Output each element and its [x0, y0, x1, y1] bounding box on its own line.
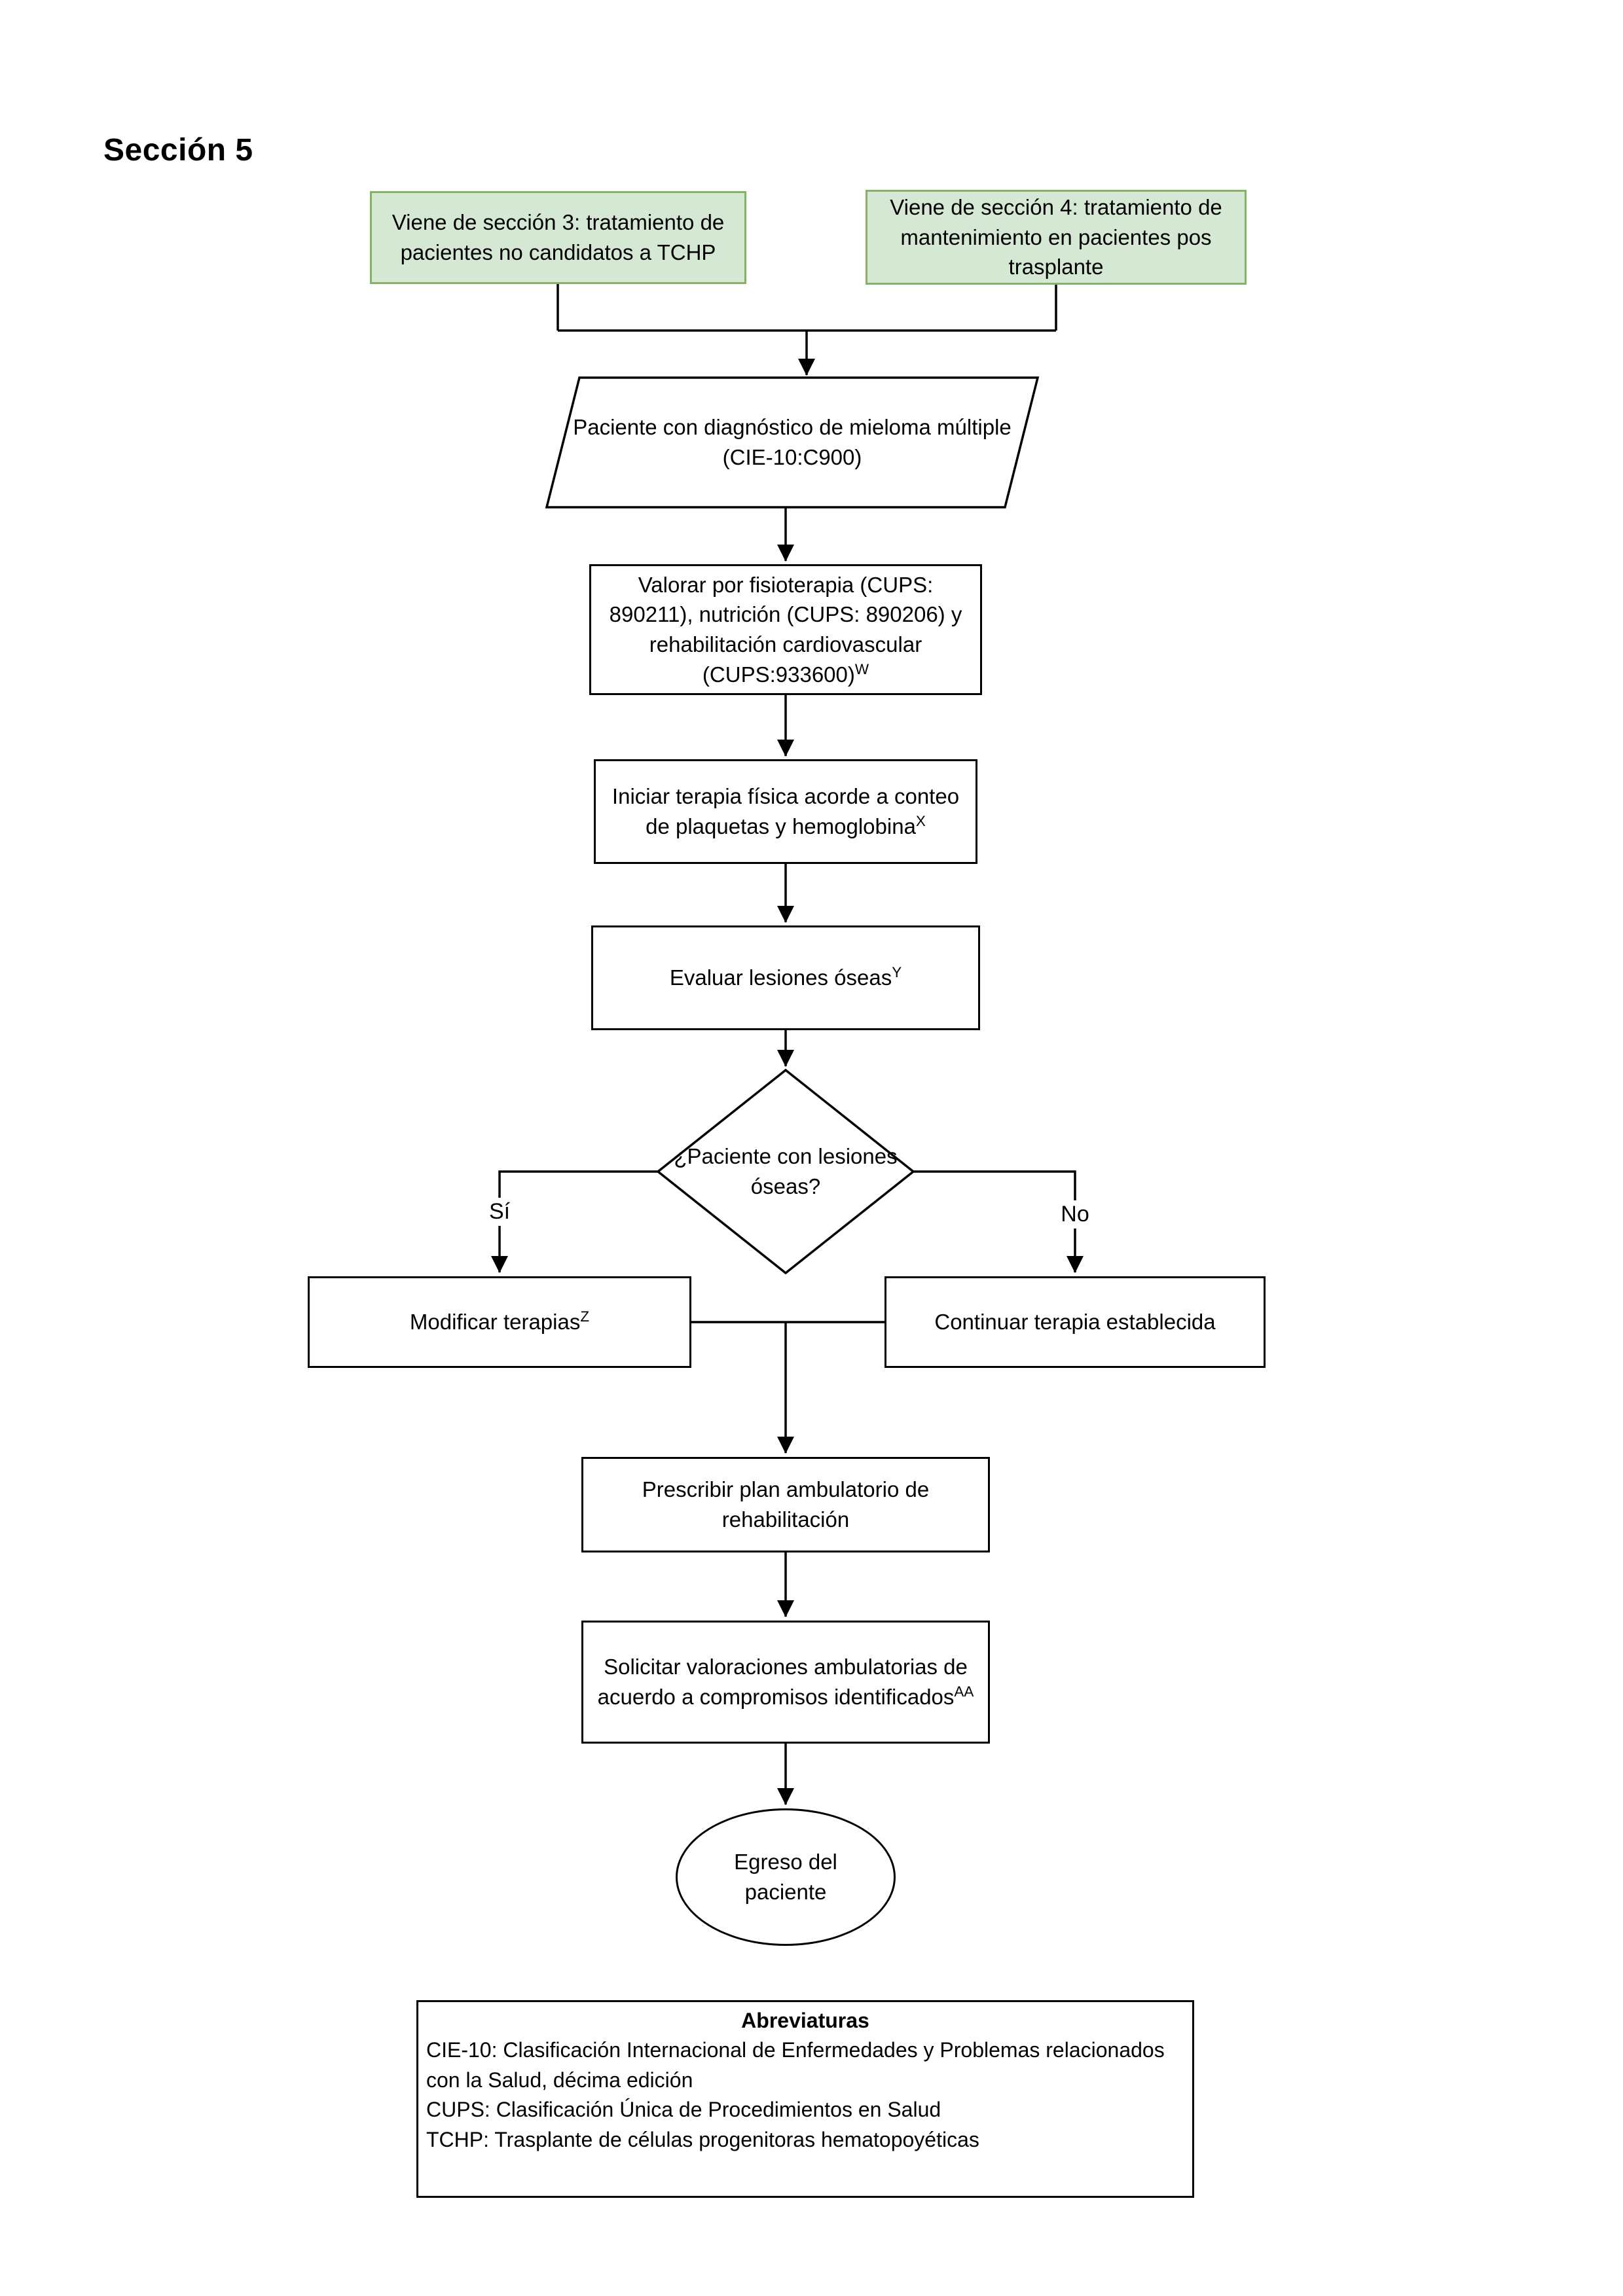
- process-modificar-footnote: Z: [580, 1308, 590, 1325]
- process-iniciar-footnote: X: [915, 813, 926, 829]
- process-evaluar-lesiones: Evaluar lesiones óseasY: [591, 925, 980, 1030]
- terminator-egreso-text: Egreso del paciente: [734, 1850, 837, 1904]
- edge-label-yes: Sí: [467, 1198, 532, 1226]
- arrow-decision-no: [913, 1170, 1084, 1274]
- abbreviation-item-tchp: TCHP: Trasplante de células progenitoras…: [426, 2127, 979, 2151]
- process-prescribir-text: Prescribir plan ambulatorio de rehabilit…: [642, 1477, 930, 1532]
- process-valorar-fisioterapia: Valorar por fisioterapia (CUPS: 890211),…: [589, 564, 982, 695]
- process-continuar-text: Continuar terapia establecida: [934, 1310, 1216, 1335]
- entry-box-section4-label: Viene de sección 4: tratamiento de mante…: [890, 195, 1222, 279]
- diagnosis-parallelogram: [545, 376, 1040, 509]
- page-title: Sección 5: [103, 133, 253, 168]
- process-valorar-footnote: W: [854, 660, 869, 677]
- process-solicitar-footnote: AA: [954, 1683, 974, 1700]
- process-modificar-terapias: Modificar terapiasZ: [308, 1276, 691, 1368]
- process-modificar-text: Modificar terapias: [409, 1310, 581, 1335]
- diagnosis-code: (CIE-10:C900): [722, 445, 862, 469]
- abbreviation-item-cie10: CIE-10: Clasificación Internacional de E…: [426, 2038, 1165, 2092]
- terminator-egreso: Egreso del paciente: [676, 1808, 896, 1946]
- entry-box-section3-label: Viene de sección 3: tratamiento de pacie…: [392, 210, 725, 264]
- process-iniciar-text: Iniciar terapia física acorde a conteo d…: [611, 784, 960, 838]
- edge-label-no: No: [1042, 1200, 1108, 1229]
- diagnosis-label: Paciente con diagnóstico de mieloma múlt…: [563, 378, 1021, 507]
- process-solicitar-valoraciones: Solicitar valoraciones ambulatorias de a…: [581, 1621, 990, 1744]
- entry-box-section3: Viene de sección 3: tratamiento de pacie…: [370, 191, 746, 284]
- abbreviation-item-cups: CUPS: Clasificación Única de Procedimien…: [426, 2098, 941, 2122]
- process-valorar-text: Valorar por fisioterapia (CUPS: 890211),…: [609, 572, 962, 687]
- diagnosis-text: Paciente con diagnóstico de mieloma múlt…: [573, 415, 1012, 440]
- process-continuar-terapia: Continuar terapia establecida: [884, 1276, 1266, 1368]
- process-solicitar-text: Solicitar valoraciones ambulatorias de a…: [597, 1655, 968, 1709]
- entry-box-section4: Viene de sección 4: tratamiento de mante…: [866, 190, 1247, 285]
- process-iniciar-terapia: Iniciar terapia física acorde a conteo d…: [594, 759, 977, 864]
- arrow-decision-yes: [491, 1170, 658, 1274]
- decision-text: ¿Paciente con lesiones óseas?: [674, 1144, 898, 1198]
- decision-diamond: [656, 1068, 915, 1275]
- decision-label: ¿Paciente con lesiones óseas?: [671, 1113, 900, 1230]
- abbreviations-box: Abreviaturas CIE-10: Clasificación Inter…: [416, 2000, 1194, 2198]
- abbreviations-title: Abreviaturas: [741, 2009, 869, 2032]
- process-evaluar-footnote: Y: [892, 964, 902, 981]
- process-evaluar-text: Evaluar lesiones óseas: [669, 965, 892, 990]
- process-prescribir-plan: Prescribir plan ambulatorio de rehabilit…: [581, 1457, 990, 1552]
